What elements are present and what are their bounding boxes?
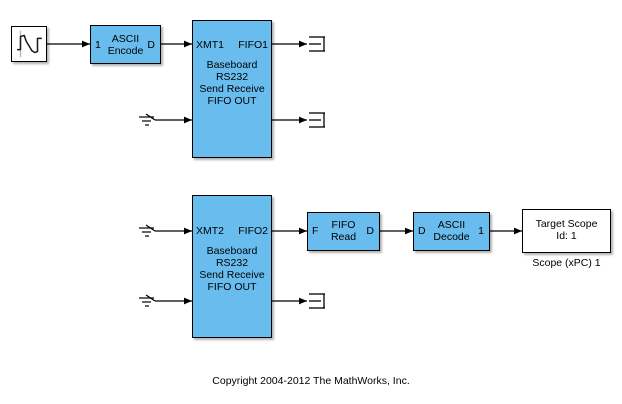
ground-icon (139, 294, 156, 307)
signal-generator-waveform-icon (16, 30, 43, 58)
ascii-decode-in-port-label: D (418, 225, 426, 237)
ascii-decode-title: ASCII Decode (433, 219, 470, 243)
fifo-read-block[interactable]: F FIFO Read D (307, 212, 380, 251)
rs232-top-out-port-label: FIFO1 (238, 39, 268, 51)
rs232-bottom-in-port-label: XMT2 (196, 225, 225, 237)
rs232-top-description: Baseboard RS232 Send Receive FIFO OUT (199, 59, 265, 107)
ground-icon (139, 113, 156, 126)
ascii-encode-block[interactable]: 1 ASCII Encode D (90, 25, 161, 64)
rs232-bottom-out-port-label: FIFO2 (238, 225, 268, 237)
terminator-icon (309, 112, 325, 128)
target-scope-block[interactable]: Target Scope Id: 1 (522, 209, 611, 253)
ascii-encode-in-port-label: 1 (95, 39, 101, 51)
terminator-icon (309, 36, 325, 52)
fifo-read-in-port-label: F (312, 225, 319, 237)
ascii-encode-out-port-label: D (147, 39, 155, 51)
terminator-icon (309, 293, 325, 309)
ascii-decode-out-port-label: 1 (478, 225, 484, 237)
fifo-read-out-port-label: D (366, 225, 374, 237)
rs232-send-receive-fifo-out-bottom-block[interactable]: XMT2 FIFO2 Baseboard RS232 Send Receive … (192, 195, 272, 338)
target-scope-caption: Scope (xPC) 1 (532, 257, 601, 269)
ascii-decode-block[interactable]: D ASCII Decode 1 (413, 212, 490, 251)
rs232-send-receive-fifo-out-top-block[interactable]: XMT1 FIFO1 Baseboard RS232 Send Receive … (192, 20, 272, 158)
rs232-bottom-description: Baseboard RS232 Send Receive FIFO OUT (199, 245, 265, 293)
copyright-notice: Copyright 2004-2012 The MathWorks, Inc. (212, 375, 410, 387)
fifo-read-title: FIFO Read (330, 219, 357, 243)
ascii-encode-title: ASCII Encode (107, 33, 144, 57)
ground-icon (139, 224, 156, 237)
signal-generator-block[interactable] (11, 26, 47, 62)
rs232-top-in-port-label: XMT1 (196, 39, 225, 51)
target-scope-title: Target Scope Id: 1 (535, 218, 598, 242)
